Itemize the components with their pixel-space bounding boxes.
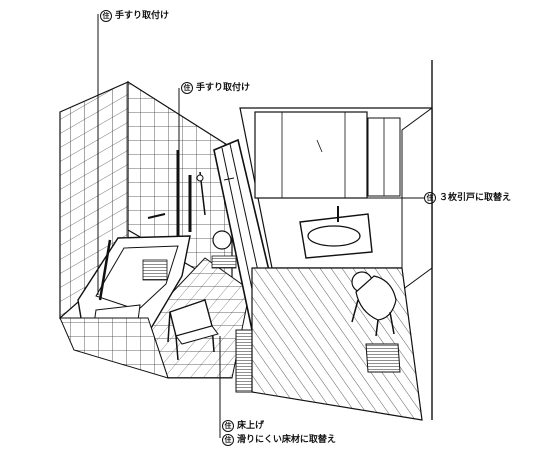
badge-icon: 住 bbox=[181, 82, 193, 94]
mirror-cabinet bbox=[254, 111, 368, 199]
label-non-slip-floor-text: 滑りにくい床材に取替え bbox=[237, 434, 336, 445]
label-handrail-mid: 住 手すり取付け bbox=[181, 82, 250, 94]
label-sliding-door-text: ３枚引戸に取替え bbox=[439, 192, 512, 203]
badge-icon: 住 bbox=[424, 192, 436, 204]
label-floor-raise: 住 床上げ bbox=[222, 420, 264, 432]
badge-icon: 住 bbox=[222, 434, 234, 446]
label-handrail-top: 住 手すり取付け bbox=[100, 10, 169, 22]
label-handrail-top-text: 手すり取付け bbox=[115, 10, 170, 21]
badge-icon: 住 bbox=[222, 420, 234, 432]
washbasin bbox=[299, 206, 373, 259]
label-floor-raise-text: 床上げ bbox=[237, 420, 265, 431]
bath-front-wall bbox=[59, 317, 169, 379]
shower-chair bbox=[167, 299, 219, 361]
label-handrail-mid-text: 手すり取付け bbox=[196, 82, 251, 93]
shower-faucet bbox=[196, 171, 237, 269]
floor-mat bbox=[365, 343, 401, 373]
label-sliding-door: 住 ３枚引戸に取替え bbox=[424, 192, 511, 204]
bath-mat bbox=[142, 259, 168, 281]
bath-handrails bbox=[98, 150, 192, 301]
badge-icon: 住 bbox=[100, 10, 112, 22]
leader-lines bbox=[97, 14, 424, 438]
person-figure bbox=[351, 271, 397, 337]
label-non-slip-floor: 住 滑りにくい床材に取替え bbox=[222, 434, 336, 446]
wash-basin-bowl bbox=[212, 230, 232, 250]
threshold bbox=[235, 329, 253, 393]
washroom-wall bbox=[239, 107, 433, 291]
